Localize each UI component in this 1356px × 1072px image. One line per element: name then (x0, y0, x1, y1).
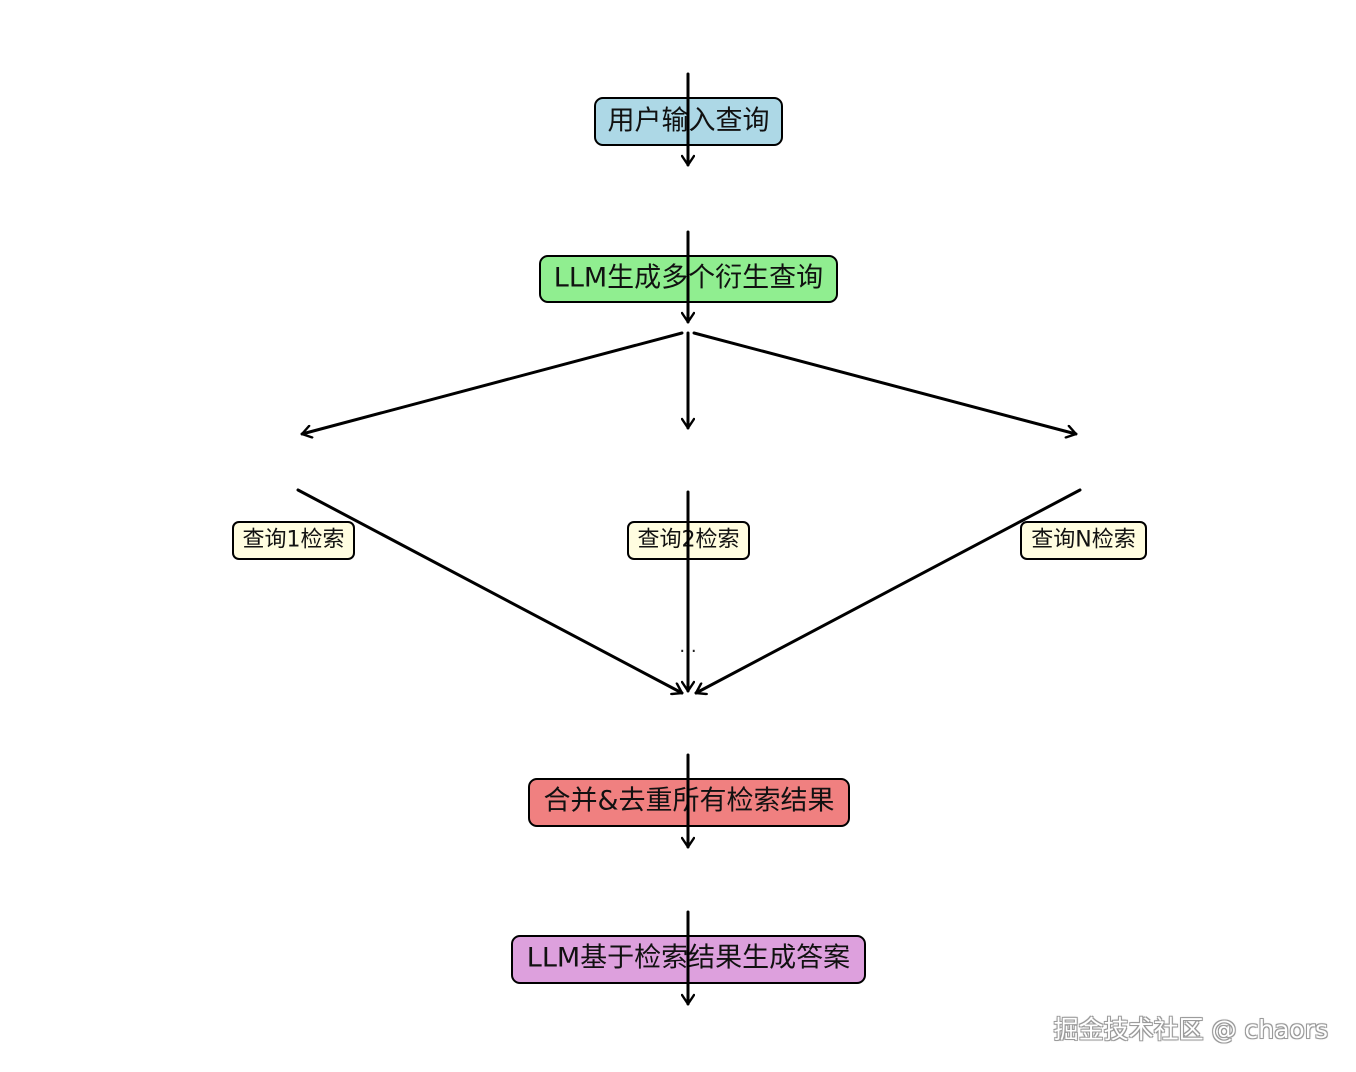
node-queryN: 查询N检索 (1020, 521, 1147, 560)
arrow-queryN-to-merge (694, 488, 1082, 693)
watermark-text: 掘金技术社区 @ chaors (1053, 1015, 1328, 1044)
node-queryN-label: 查询N检索 (1031, 528, 1135, 553)
arrow-query1-to-merge (296, 488, 684, 693)
node-query1-label: 查询1检索 (243, 528, 345, 553)
arrow-fanout-right (692, 331, 1078, 434)
arrow-fanout-left (300, 331, 684, 434)
node-queryN-box (1020, 521, 1147, 560)
arrows (296, 72, 1082, 1006)
node-query1-box (232, 521, 355, 560)
node-query1: 查询1检索 (232, 521, 355, 560)
